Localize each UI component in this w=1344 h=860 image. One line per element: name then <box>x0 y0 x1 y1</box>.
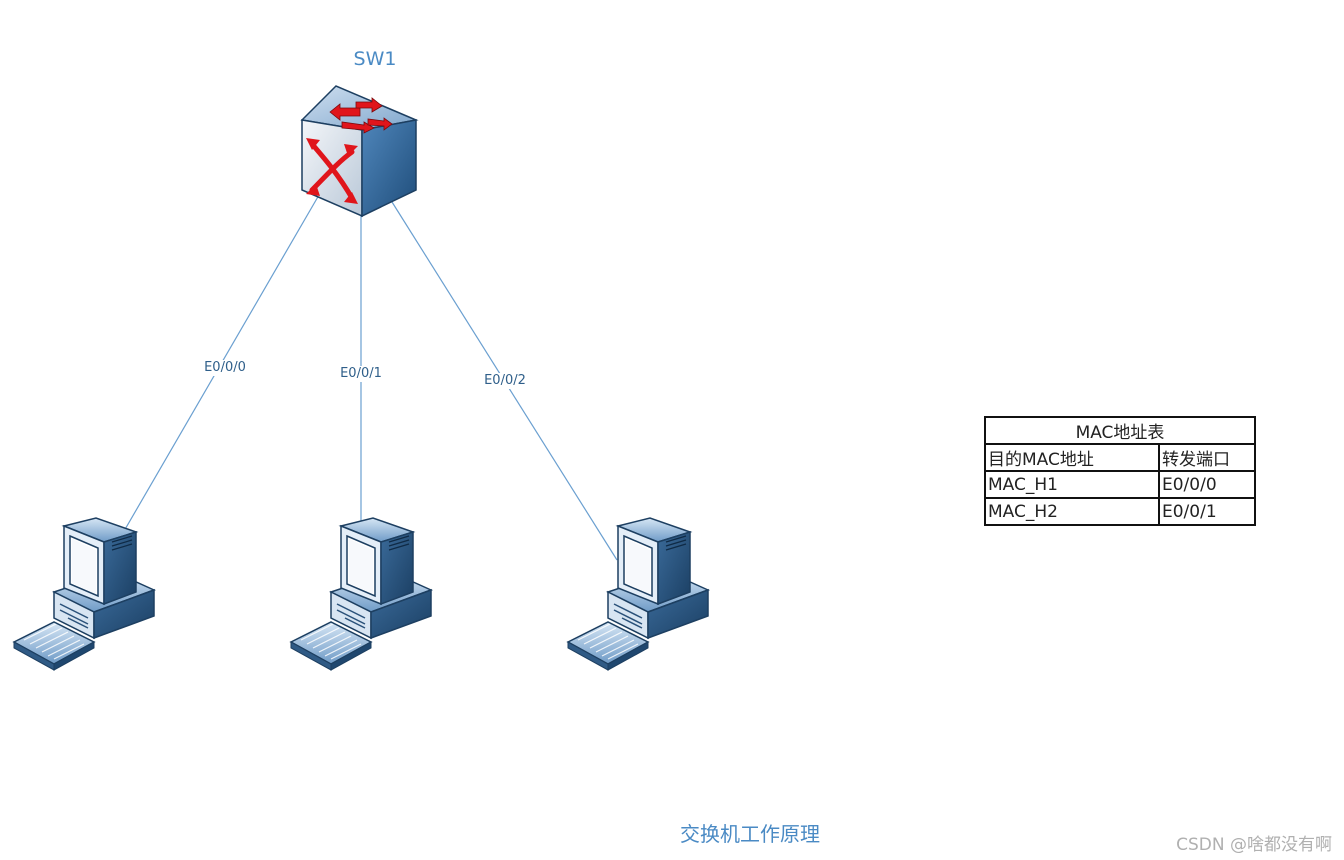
mac-address-table: MAC地址表 目的MAC地址 转发端口 MAC_H1 E0/0/0 MAC_H2… <box>984 416 1256 526</box>
port-label-e0-0-1: E0/0/1 <box>331 366 391 382</box>
watermark: CSDN @啥都没有啊 <box>1176 835 1332 855</box>
mac-table-header-port: 转发端口 <box>1158 443 1256 472</box>
switch-label: SW1 <box>353 48 397 70</box>
port-label-e0-0-2: E0/0/2 <box>475 373 535 389</box>
mac-table-title: MAC地址表 <box>984 416 1256 445</box>
mac-table-header-dest-mac: 目的MAC地址 <box>984 443 1160 472</box>
port-cell: E0/0/0 <box>1158 470 1256 499</box>
table-row: MAC_H2 E0/0/1 <box>984 497 1256 526</box>
mac-table-header-row: 目的MAC地址 转发端口 <box>984 443 1256 472</box>
switch-icon[interactable] <box>300 85 419 218</box>
diagram-caption: 交换机工作原理 <box>680 822 820 846</box>
table-row: MAC_H1 E0/0/0 <box>984 470 1256 499</box>
port-label-e0-0-0: E0/0/0 <box>195 360 255 376</box>
host-pc-3[interactable] <box>567 517 709 671</box>
port-cell: E0/0/1 <box>1158 497 1256 526</box>
link-e0-0-0 <box>119 175 331 539</box>
host-pc-1[interactable] <box>13 517 155 671</box>
mac-cell: MAC_H2 <box>984 497 1160 526</box>
mac-cell: MAC_H1 <box>984 470 1160 499</box>
host-pc-2[interactable] <box>290 517 432 671</box>
